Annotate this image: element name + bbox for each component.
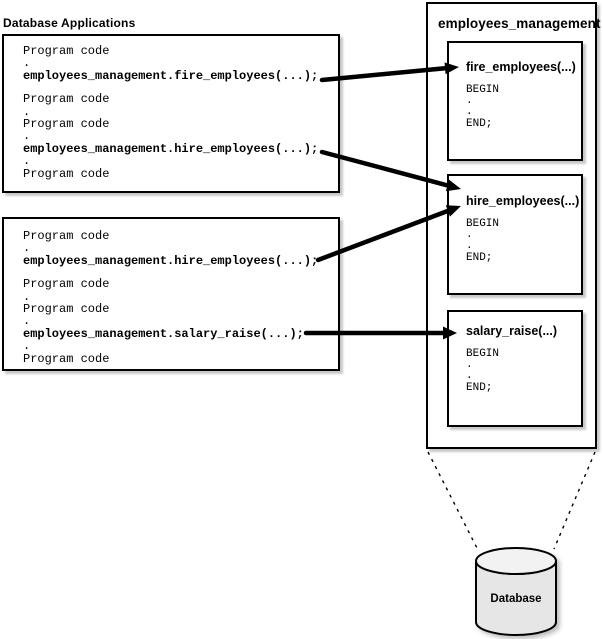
subprogram-title: fire_employees(...) [466, 60, 576, 74]
code-line: Program code [23, 302, 110, 317]
left-section-title: Database Applications [3, 16, 136, 30]
code-line: . [23, 339, 31, 354]
code-line: . [466, 370, 473, 383]
code-line: BEGIN [466, 348, 500, 360]
code-line-call-hire-employees: employees_management.hire_employees(...)… [23, 141, 319, 156]
subprogram-body: BEGIN . . END; [466, 348, 581, 394]
code-line: END; [466, 117, 493, 130]
code-line-call-hire-employees: employees_management.hire_employees(...)… [23, 253, 319, 268]
code-line: Program code [23, 229, 110, 243]
funnel-dashed-line-right [553, 451, 596, 550]
code-line: . [23, 154, 31, 169]
code-line: Program code [23, 44, 110, 58]
code-block: Program code . employees_management.fire… [4, 36, 338, 180]
funnel-dashed-line-left [427, 451, 479, 551]
subprogram-box-fire-employees: fire_employees(...) BEGIN . . END; [447, 41, 583, 161]
code-line: . [466, 95, 473, 108]
code-line: Program code [23, 117, 110, 132]
code-line: Program code [23, 351, 110, 366]
application-box-2: Program code . employees_management.hire… [2, 217, 340, 371]
package-box: employees_management fire_employees(...)… [426, 2, 601, 449]
code-line: END; [466, 381, 493, 394]
database-cylinder-icon [475, 547, 557, 636]
code-line: Program code [23, 277, 110, 292]
code-line: . [466, 106, 473, 119]
code-line: . [466, 240, 473, 253]
code-line: Program code [23, 92, 110, 107]
code-line: . [23, 129, 31, 144]
code-line: BEGIN [466, 84, 500, 96]
code-line: BEGIN [466, 218, 500, 230]
code-line: . [23, 314, 31, 329]
code-line: . [23, 104, 31, 119]
subprogram-body: BEGIN . . END; [466, 84, 581, 130]
code-line: . [466, 359, 473, 372]
code-line: . [466, 229, 473, 242]
subprogram-body: BEGIN . . END; [466, 218, 581, 264]
application-box-1: Program code . employees_management.fire… [2, 34, 340, 193]
code-line: . [23, 241, 31, 256]
code-block: Program code . employees_management.hire… [4, 219, 338, 365]
subprogram-box-salary-raise: salary_raise(...) BEGIN . . END; [447, 310, 583, 427]
code-line-call-salary-raise: employees_management.salary_raise(...); [23, 326, 304, 341]
code-line-call-fire-employees: employees_management.fire_employees(...)… [23, 68, 319, 83]
subprogram-title: salary_raise(...) [466, 324, 558, 338]
code-line: END; [466, 251, 493, 264]
package-title: employees_management [438, 16, 601, 31]
code-line: . [23, 56, 31, 71]
database-label: Database [490, 593, 542, 605]
code-line: . [23, 289, 31, 304]
code-line: Program code [23, 166, 110, 181]
subprogram-title: hire_employees(...) [466, 194, 580, 208]
subprogram-box-hire-employees: hire_employees(...) BEGIN . . END; [447, 174, 583, 295]
